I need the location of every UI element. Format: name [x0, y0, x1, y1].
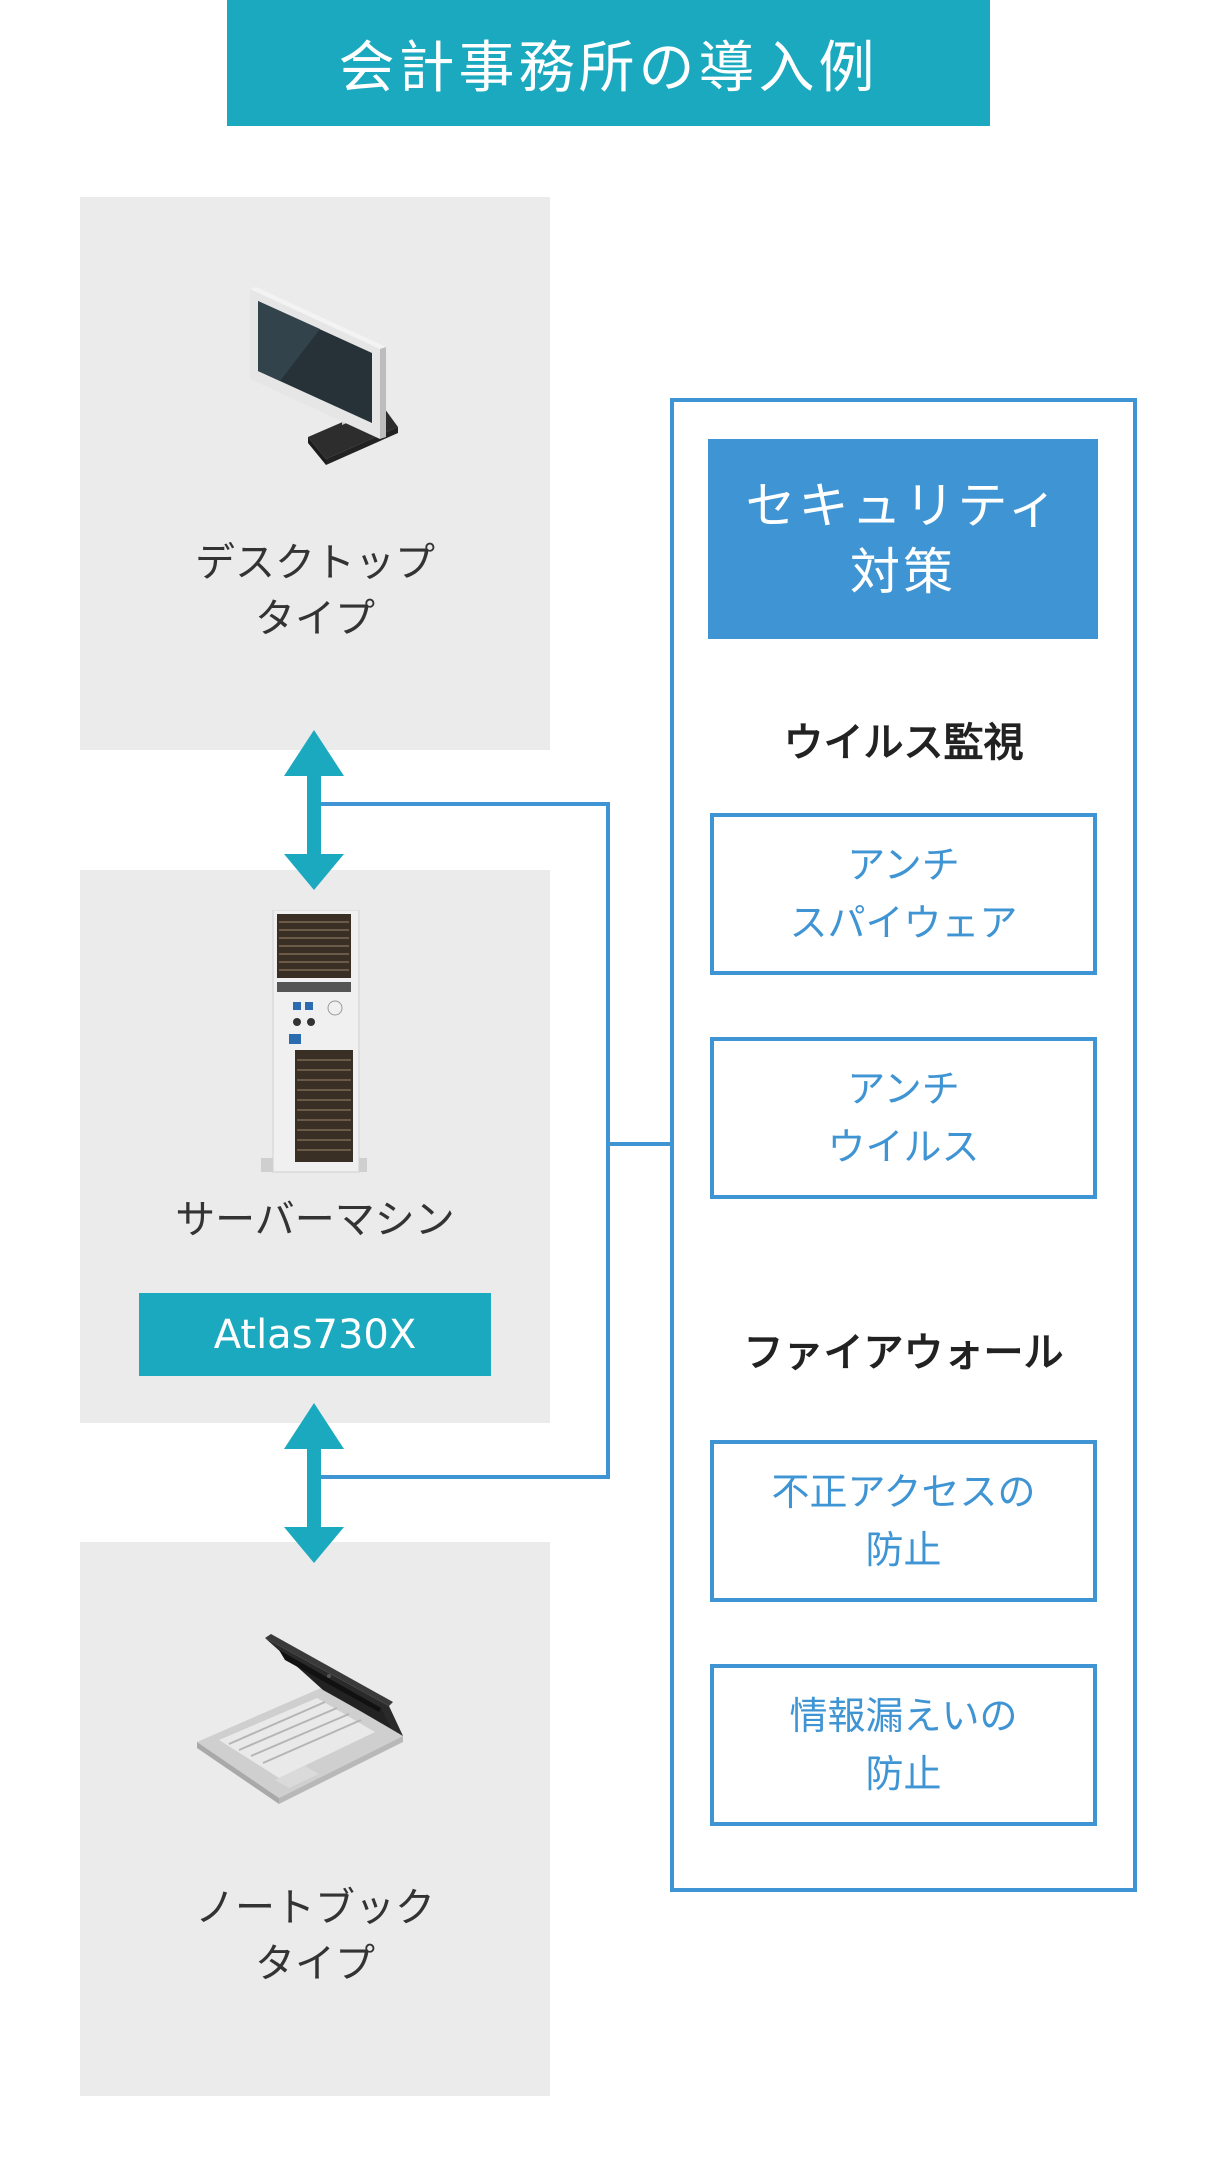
data-leak-prevention-box: 情報漏えいの 防止 [710, 1664, 1097, 1826]
server-label: サーバーマシン [175, 1197, 455, 1243]
notebook-label: ノートブック タイプ [195, 1885, 435, 1987]
double-arrow-desktop-server [284, 730, 344, 890]
double-arrow-server-notebook [284, 1403, 344, 1563]
anti-virus-box: アンチ ウイルス [710, 1037, 1097, 1199]
tower-server-icon [261, 910, 367, 1173]
unauthorized-access-prevention-box: 不正アクセスの 防止 [710, 1440, 1097, 1602]
page-title: 会計事務所の導入例 [227, 0, 990, 126]
desktop-label: デスクトップ タイプ [195, 540, 435, 642]
security-header: セキュリティ 対策 [708, 439, 1098, 639]
virus-monitoring-heading: ウイルス監視 [783, 720, 1024, 766]
laptop-icon [197, 1634, 403, 1804]
notebook-panel: ノートブック タイプ [80, 1542, 550, 2096]
network-bracket-line [321, 802, 670, 1479]
desktop-panel: デスクトップ タイプ [80, 197, 550, 750]
server-model-badge: Atlas730X [139, 1293, 491, 1376]
firewall-heading: ファイアウォール [743, 1330, 1064, 1376]
desktop-monitor-icon [250, 287, 398, 465]
anti-spyware-box: アンチ スパイウェア [710, 813, 1097, 975]
